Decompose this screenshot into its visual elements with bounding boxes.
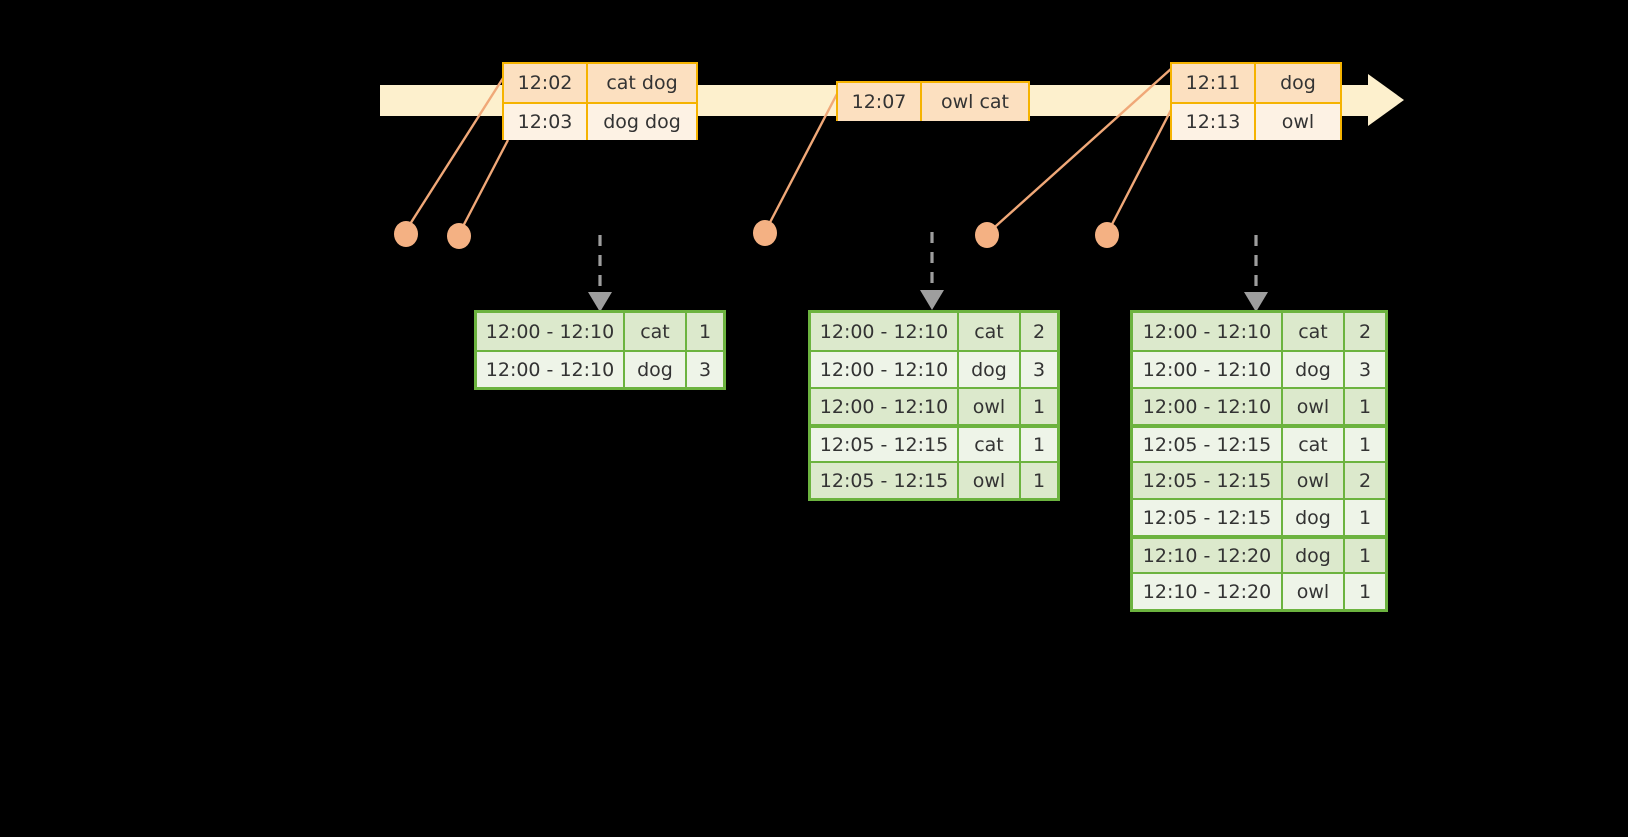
cell-window: 12:05 - 12:15 bbox=[811, 463, 959, 498]
cell-count: 3 bbox=[1021, 352, 1057, 387]
flow-arrow-heads bbox=[588, 290, 1268, 312]
cell-key: dog bbox=[1283, 539, 1345, 572]
event-dot-1 bbox=[394, 221, 418, 247]
cell-count: 1 bbox=[687, 313, 723, 350]
cell-key: dog bbox=[959, 352, 1021, 387]
event-value: dog dog bbox=[588, 104, 696, 140]
cell-count: 1 bbox=[1345, 428, 1385, 461]
event-time: 12:02 bbox=[504, 64, 588, 102]
cell-key: owl bbox=[959, 389, 1021, 424]
cell-window: 12:00 - 12:10 bbox=[477, 352, 625, 387]
cell-key: cat bbox=[625, 313, 687, 350]
cell-key: cat bbox=[1283, 428, 1345, 461]
cell-count: 2 bbox=[1345, 463, 1385, 498]
cell-count: 1 bbox=[1345, 389, 1385, 424]
connector-line-2 bbox=[457, 139, 510, 235]
event-value: dog bbox=[1256, 64, 1340, 102]
event-group-3[interactable]: 12:11 dog 12:13 owl bbox=[1170, 62, 1342, 140]
event-time: 12:03 bbox=[504, 104, 588, 140]
cell-window: 12:05 - 12:15 bbox=[1133, 463, 1283, 498]
event-row[interactable]: 12:13 owl bbox=[1172, 102, 1340, 140]
event-time: 12:11 bbox=[1172, 64, 1256, 102]
cell-key: dog bbox=[625, 352, 687, 387]
event-dot-3 bbox=[753, 220, 777, 246]
event-value: cat dog bbox=[588, 64, 696, 102]
cell-window: 12:05 - 12:15 bbox=[1133, 500, 1283, 535]
cell-key: cat bbox=[1283, 313, 1345, 350]
cell-window: 12:00 - 12:10 bbox=[811, 389, 959, 424]
event-dots bbox=[394, 220, 1119, 249]
event-row[interactable]: 12:07 owl cat bbox=[838, 83, 1028, 121]
cell-window: 12:00 - 12:10 bbox=[477, 313, 625, 350]
cell-window: 12:05 - 12:15 bbox=[1133, 428, 1283, 461]
connector-line-5 bbox=[1105, 107, 1174, 235]
cell-count: 1 bbox=[1021, 389, 1057, 424]
cell-key: dog bbox=[1283, 352, 1345, 387]
timeline-arrow-head bbox=[1368, 74, 1404, 126]
flow-arrow-head-2 bbox=[920, 290, 944, 310]
cell-count: 2 bbox=[1021, 313, 1057, 350]
event-time: 12:07 bbox=[838, 83, 922, 121]
cell-window: 12:00 - 12:10 bbox=[1133, 389, 1283, 424]
cell-count: 2 bbox=[1345, 313, 1385, 350]
cell-window: 12:05 - 12:15 bbox=[811, 428, 959, 461]
event-value: owl cat bbox=[922, 83, 1028, 121]
cell-count: 3 bbox=[1345, 352, 1385, 387]
cell-count: 1 bbox=[1021, 428, 1057, 461]
event-dot-2 bbox=[447, 223, 471, 249]
cell-count: 1 bbox=[1345, 500, 1385, 535]
cell-key: owl bbox=[1283, 389, 1345, 424]
event-group-1[interactable]: 12:02 cat dog 12:03 dog dog bbox=[502, 62, 698, 140]
cell-window: 12:10 - 12:20 bbox=[1133, 539, 1283, 572]
cell-count: 3 bbox=[687, 352, 723, 387]
flow-arrow-head-1 bbox=[588, 292, 612, 312]
cell-key: owl bbox=[959, 463, 1021, 498]
cell-count: 1 bbox=[1021, 463, 1057, 498]
cell-window: 12:00 - 12:10 bbox=[811, 313, 959, 350]
flow-arrow-head-3 bbox=[1244, 292, 1268, 312]
cell-key: owl bbox=[1283, 574, 1345, 609]
cell-count: 1 bbox=[1345, 539, 1385, 572]
cell-key: cat bbox=[959, 428, 1021, 461]
event-time: 12:13 bbox=[1172, 104, 1256, 140]
cell-count: 1 bbox=[1345, 574, 1385, 609]
cell-window: 12:00 - 12:10 bbox=[811, 352, 959, 387]
event-row[interactable]: 12:11 dog bbox=[1172, 64, 1340, 102]
cell-key: cat bbox=[959, 313, 1021, 350]
event-row[interactable]: 12:03 dog dog bbox=[504, 102, 696, 140]
cell-key: dog bbox=[1283, 500, 1345, 535]
cell-window: 12:10 - 12:20 bbox=[1133, 574, 1283, 609]
cell-key: owl bbox=[1283, 463, 1345, 498]
event-row[interactable]: 12:02 cat dog bbox=[504, 64, 696, 102]
cell-window: 12:00 - 12:10 bbox=[1133, 352, 1283, 387]
event-dot-5 bbox=[1095, 222, 1119, 248]
event-value: owl bbox=[1256, 104, 1340, 140]
cell-window: 12:00 - 12:10 bbox=[1133, 313, 1283, 350]
event-dot-4 bbox=[975, 222, 999, 248]
event-group-2[interactable]: 12:07 owl cat bbox=[836, 81, 1030, 121]
